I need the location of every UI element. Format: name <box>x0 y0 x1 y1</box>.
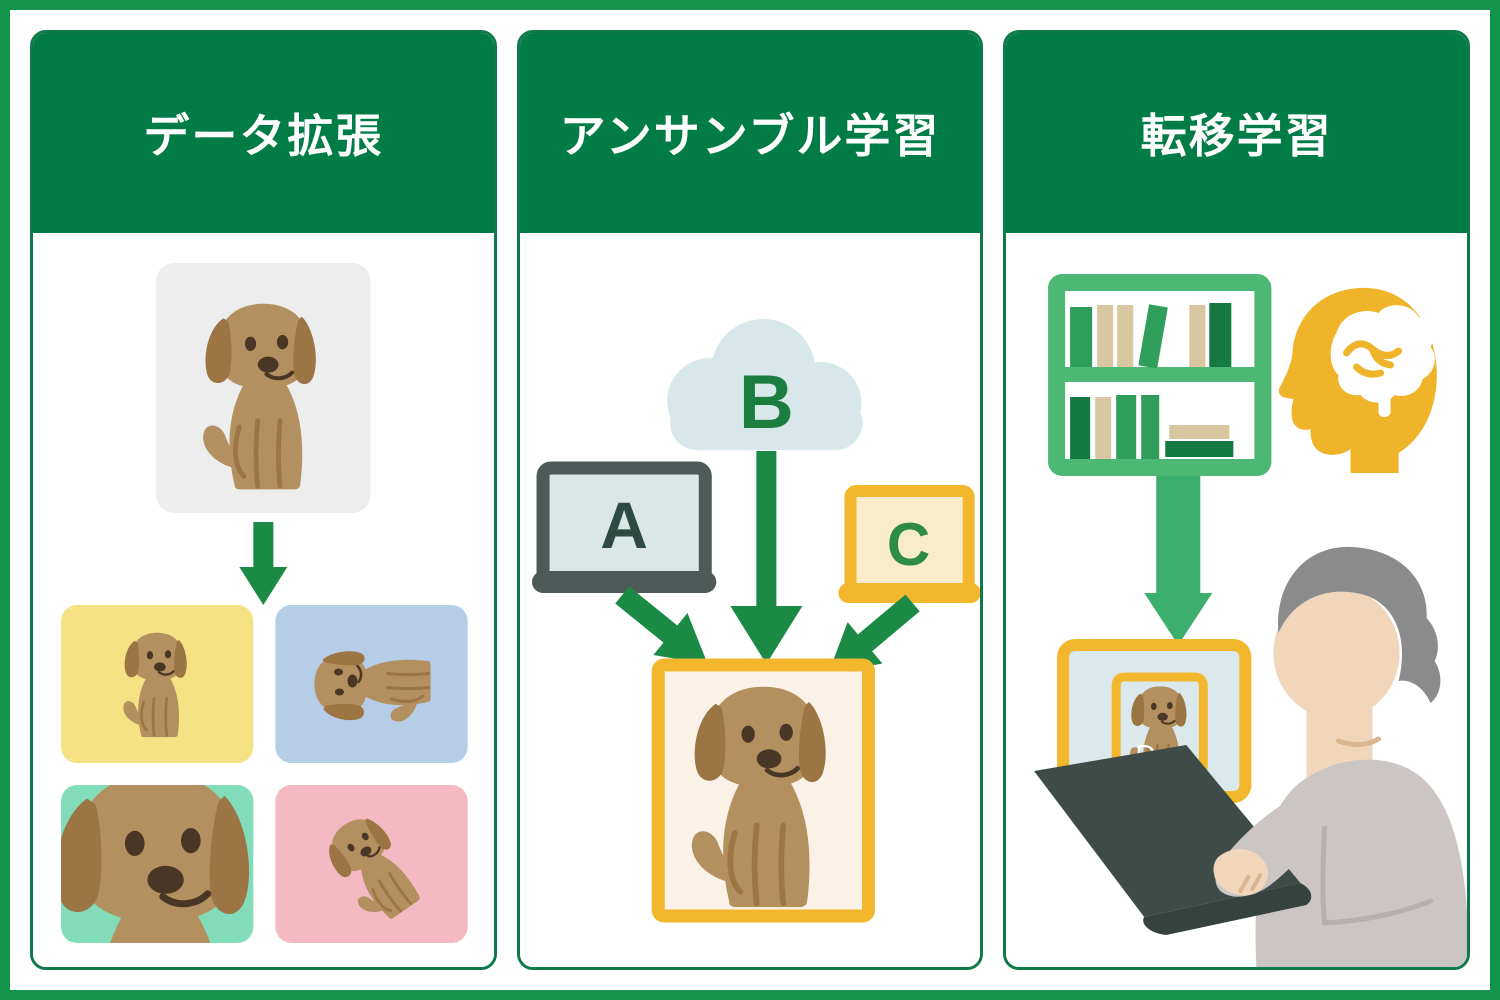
tilted-dog-icon <box>275 785 468 943</box>
dog-photo-icon <box>156 263 371 513</box>
hair <box>1278 546 1441 703</box>
panel-body-transfer-learning: Dog <box>1006 233 1468 967</box>
framed-dog-icon <box>651 658 875 923</box>
rotated-dog-icon <box>275 605 468 763</box>
books-top-row <box>1070 303 1232 369</box>
panel-title: 転移学習 <box>1140 110 1333 162</box>
panel-ensemble-learning: アンサンブル学習 B <box>516 30 984 970</box>
model-c-label: C <box>887 511 930 578</box>
panel-data-augmentation: データ拡張 <box>30 30 497 970</box>
arrow-b-down-icon <box>729 451 803 664</box>
panel-title: データ拡張 <box>143 110 384 162</box>
monitor-c-icon: C <box>838 485 981 603</box>
bookshelf-icon <box>1048 274 1272 476</box>
panel-body-ensemble-learning: B A C <box>519 233 981 967</box>
panel-header-data-augmentation: データ拡張 <box>33 33 494 233</box>
panel-header-ensemble-learning: アンサンブル学習 <box>519 33 981 233</box>
panel-transfer-learning: 転移学習 <box>1003 30 1471 970</box>
brain-head-icon <box>1279 287 1438 473</box>
model-b-label: B <box>739 360 794 445</box>
down-arrow-icon <box>1144 471 1213 645</box>
cloud-b-icon: B <box>666 319 863 450</box>
zoomed-dog-icon <box>52 785 254 943</box>
books-bottom-row <box>1070 395 1234 459</box>
panel-row: データ拡張 <box>10 10 1490 990</box>
down-arrow-icon <box>239 522 288 605</box>
typing-arm-hand <box>1213 793 1323 897</box>
panel-header-transfer-learning: 転移学習 <box>1006 33 1468 233</box>
panel-title: アンサンブル学習 <box>559 110 941 162</box>
model-a-label: A <box>600 488 648 562</box>
laptop-a-icon: A <box>531 461 716 593</box>
panel-body-data-augmentation <box>33 233 494 967</box>
small-dog-icon <box>61 605 254 763</box>
